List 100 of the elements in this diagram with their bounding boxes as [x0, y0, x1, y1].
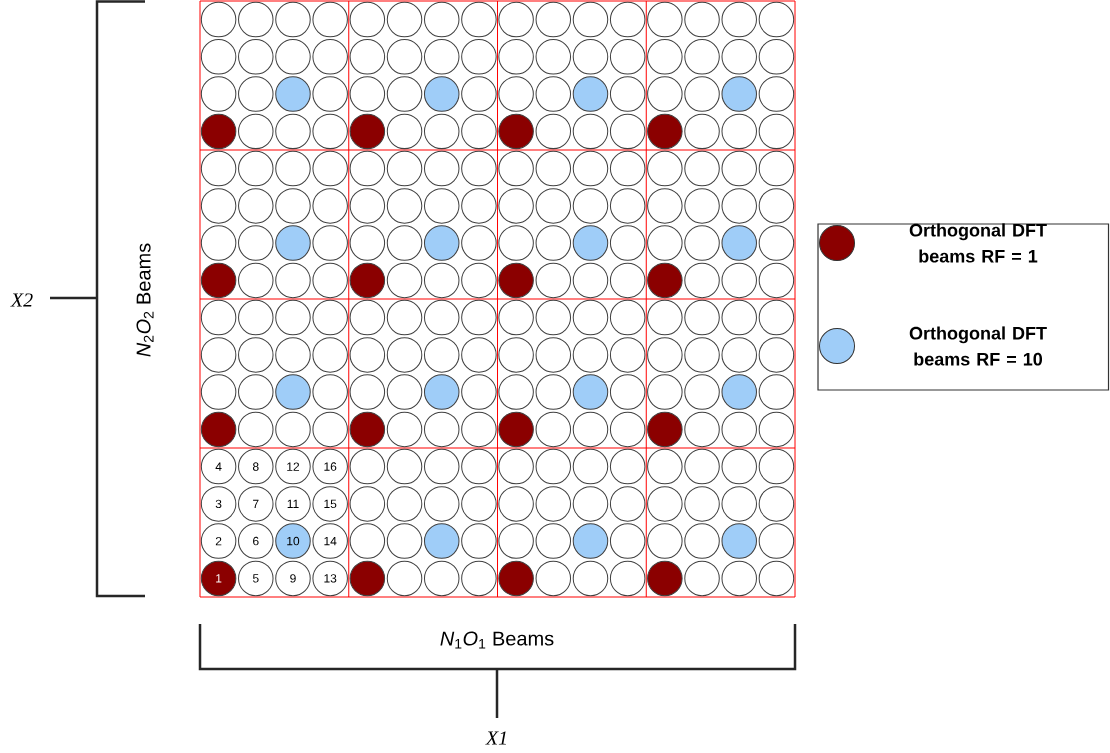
beam-circle: [424, 374, 460, 410]
beam-circle: [498, 150, 534, 187]
beam-circle: [609, 113, 646, 150]
beam-circle: [684, 150, 720, 187]
beam-circle: [684, 188, 720, 224]
beam-circle: [647, 262, 683, 299]
beam-circle: [200, 113, 237, 150]
beam-circle: [386, 523, 423, 559]
axis-label: N$_{1}$O$_{1}$ Beams: [440, 631, 554, 649]
beam-circle: [275, 1, 311, 38]
beam-circle: [461, 337, 497, 373]
beam-circle: [424, 523, 460, 559]
beam-circle: [200, 337, 237, 373]
beam-circle: [647, 39, 683, 75]
beam-circle: [721, 337, 757, 373]
beam-circle: [424, 150, 460, 187]
beam-circle: [721, 188, 757, 224]
beam-circle: [609, 76, 646, 112]
beam-circle: [238, 411, 274, 448]
beam-circle: [535, 523, 572, 559]
beam-circle: [609, 150, 646, 187]
beam-circle: [349, 486, 386, 522]
beam-circle: [461, 486, 497, 522]
beam-circle: [535, 448, 572, 485]
beam-circle: [312, 150, 348, 187]
beam-circle: [572, 299, 609, 336]
beam-circle: [238, 188, 274, 224]
beam-circle: [535, 113, 572, 150]
beam-circle: [200, 188, 237, 224]
beam-circle: [498, 374, 534, 410]
beam-circle: [572, 374, 609, 410]
beam-circle: [498, 411, 534, 448]
beam-circle: [312, 39, 348, 75]
beam-circle: [647, 560, 683, 597]
beam-circle: [572, 76, 609, 112]
beam-circle: [461, 523, 497, 559]
beam-circle: [684, 262, 720, 299]
beam-circle: [461, 150, 497, 187]
beam-circle: [609, 337, 646, 373]
beam-circle: [572, 150, 609, 187]
beam-circle: [609, 411, 646, 448]
beam-circle: [572, 448, 609, 485]
beam-circle: [498, 523, 534, 559]
beam-circle: [758, 225, 795, 261]
beam-circle: [349, 337, 386, 373]
beam-circle: [424, 225, 460, 261]
beam-circle: [312, 262, 348, 299]
beam-circle: [535, 1, 572, 38]
beam-circle: [498, 560, 534, 597]
beam-circle: [572, 486, 609, 522]
beam-circle: [498, 39, 534, 75]
beam-circle: [275, 113, 311, 150]
beam-circle: [535, 486, 572, 522]
beam-circle: [312, 113, 348, 150]
beam-circle: [200, 299, 237, 336]
beam-circle: [386, 411, 423, 448]
beam-circle: [535, 150, 572, 187]
beam-circle: [275, 337, 311, 373]
beam-circle: [275, 262, 311, 299]
beam-circle: [572, 523, 609, 559]
beam-circle: [200, 150, 237, 187]
beam-circle: [758, 1, 795, 38]
beam-circle: [572, 560, 609, 597]
beam-circle: [684, 113, 720, 150]
beam-circle: [424, 113, 460, 150]
beam-circle: [238, 299, 274, 336]
beam-circle: [535, 262, 572, 299]
beam-circle: [238, 150, 274, 187]
beam-circle: [609, 523, 646, 559]
beam-circle: [721, 39, 757, 75]
beam-circle: [386, 39, 423, 75]
beam-circle: [349, 411, 386, 448]
beam-circle: [275, 39, 311, 75]
beam-circle: [312, 225, 348, 261]
beam-circle: [238, 39, 274, 75]
beam-circle: [684, 39, 720, 75]
beam-circle: [535, 560, 572, 597]
beam-circle: [535, 76, 572, 112]
beam-circle: [275, 150, 311, 187]
beam-circle: [684, 1, 720, 38]
beam-circle: [721, 150, 757, 187]
beam-circle: [386, 337, 423, 373]
beam-circle: [498, 76, 534, 112]
beam-circle: [424, 486, 460, 522]
beam-circle: [461, 448, 497, 485]
beam-circle: [758, 188, 795, 224]
beam-circle: [200, 411, 237, 448]
beam-circle: [572, 1, 609, 38]
beam-circle: [461, 411, 497, 448]
beam-circle: [609, 39, 646, 75]
beam-circle: [721, 523, 757, 559]
beam-circle: [312, 299, 348, 336]
beam-circle: [349, 1, 386, 38]
beam-circle: [609, 486, 646, 522]
beam-circle: [461, 113, 497, 150]
beam-circle: [684, 560, 720, 597]
beam-circle: [684, 523, 720, 559]
beam-circle: [275, 225, 311, 261]
beam-circle: [684, 299, 720, 336]
beam-circle: [684, 448, 720, 485]
